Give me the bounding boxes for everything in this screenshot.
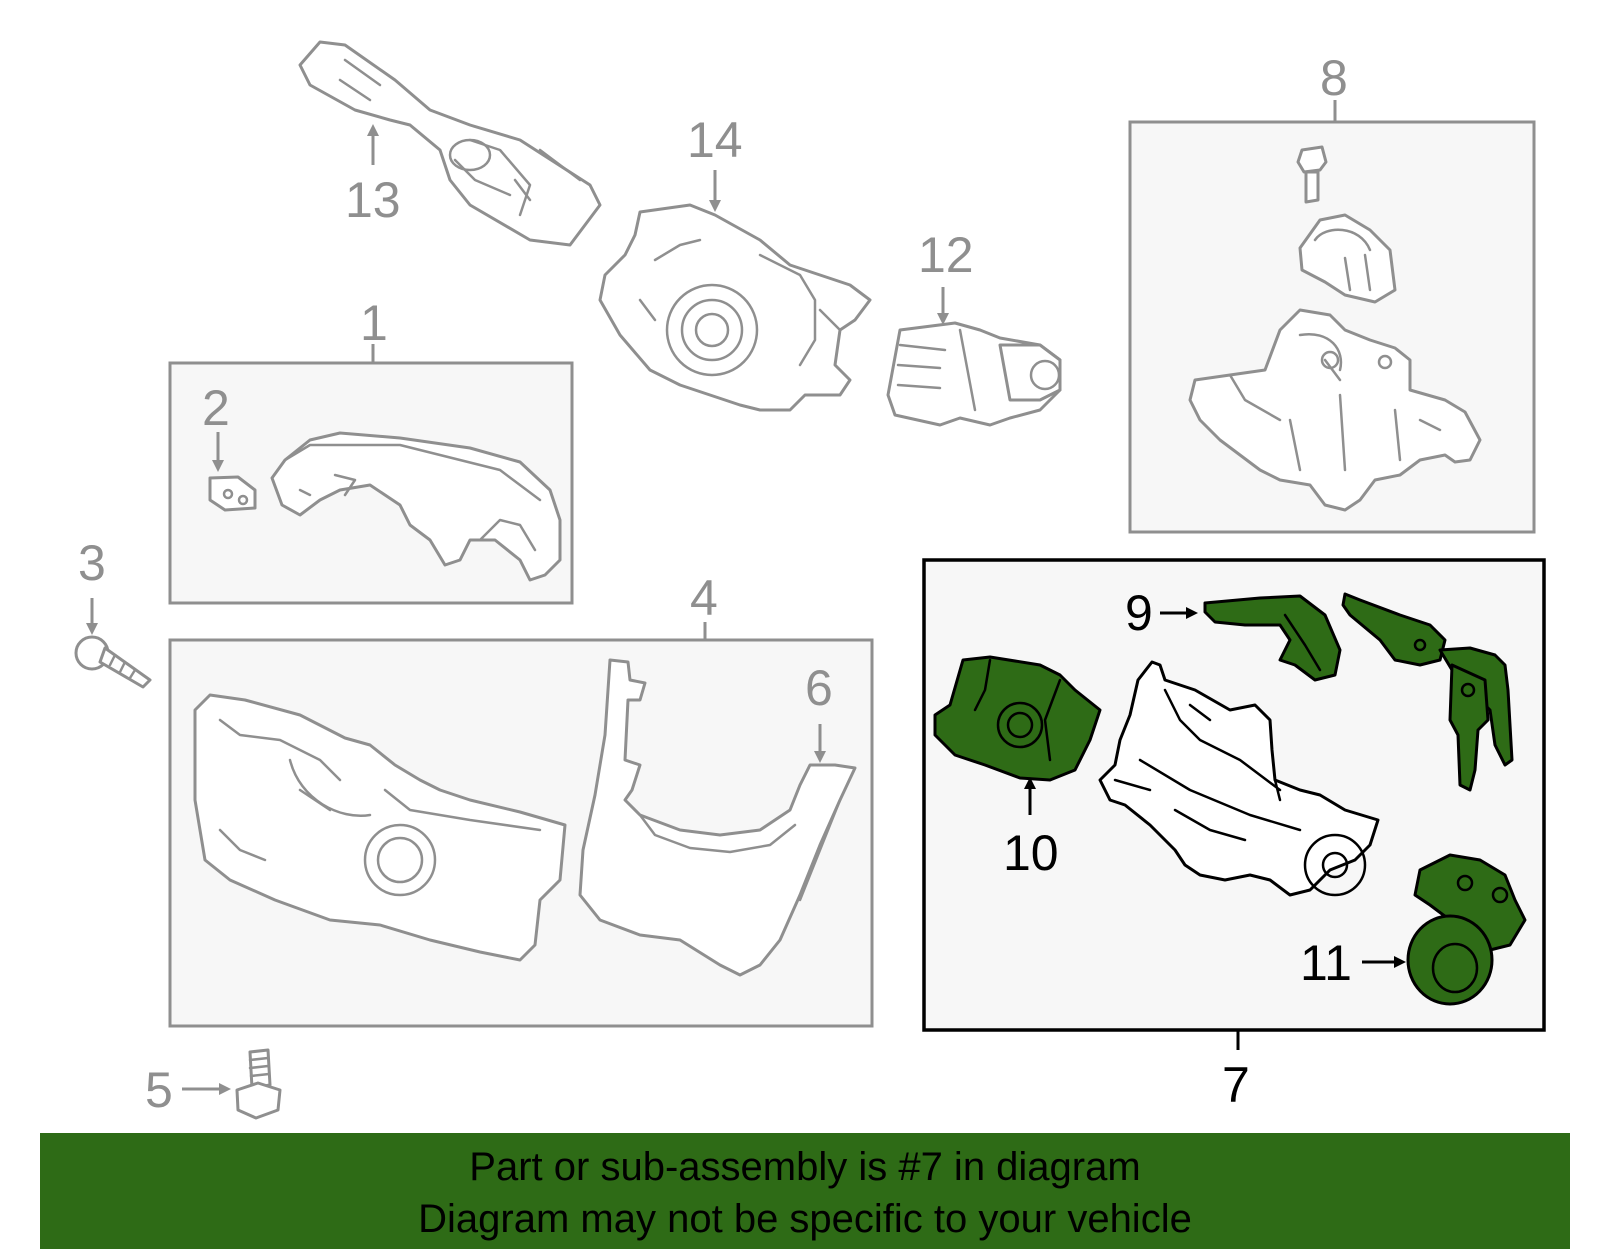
callout-8: 8 [1320, 50, 1348, 106]
part-6-trim[interactable] [578, 658, 857, 977]
part-14-clock-spring[interactable] [598, 203, 872, 412]
part-9-housing-cover[interactable] [1203, 594, 1342, 682]
part-8-bracket[interactable] [1298, 213, 1397, 304]
callout-1: 1 [360, 295, 388, 351]
callout-5: 5 [145, 1062, 173, 1118]
part-4-lower-cover[interactable] [193, 693, 567, 962]
part-8-lock-body[interactable] [1188, 308, 1482, 512]
callout-12: 12 [918, 227, 974, 283]
part-12-wiper-switch[interactable] [886, 321, 1062, 427]
arrow-9 [1160, 607, 1198, 619]
callout-13: 13 [345, 172, 401, 228]
callout-3: 3 [78, 535, 106, 591]
part-5-bolt[interactable] [235, 1048, 282, 1120]
callout-6: 6 [805, 660, 833, 716]
part-3-screw[interactable] [74, 635, 152, 689]
arrow-12 [937, 287, 949, 325]
banner-line-1: Part or sub-assembly is #7 in diagram [469, 1145, 1141, 1189]
arrow-5 [182, 1083, 231, 1095]
part-10-switch[interactable] [933, 655, 1102, 782]
part-2-clip[interactable] [208, 475, 257, 512]
callout-4: 4 [690, 570, 718, 626]
part-11-key-cylinder[interactable] [1406, 853, 1527, 1006]
info-banner: Part or sub-assembly is #7 in diagram Di… [40, 1133, 1570, 1249]
arrow-2 [212, 432, 224, 472]
part-13-turn-signal-switch[interactable] [298, 40, 602, 247]
banner-line-2: Diagram may not be specific to your vehi… [418, 1197, 1192, 1241]
callout-2: 2 [202, 380, 230, 436]
arrow-14 [709, 170, 721, 212]
arrow-3 [86, 598, 98, 635]
part-ignition-housing[interactable] [1098, 660, 1380, 897]
part-1-upper-cover[interactable] [270, 431, 562, 582]
part-8-bolt[interactable] [1296, 145, 1328, 204]
callout-9: 9 [1125, 585, 1153, 641]
arrow-10 [1024, 777, 1036, 815]
arrow-6 [814, 724, 826, 763]
part-keys[interactable] [1341, 592, 1514, 792]
callout-7: 7 [1222, 1057, 1250, 1113]
arrow-11 [1362, 956, 1406, 968]
arrow-13 [367, 124, 379, 165]
callout-14: 14 [687, 112, 743, 168]
callout-10: 10 [1003, 825, 1059, 881]
callout-11: 11 [1300, 935, 1352, 991]
